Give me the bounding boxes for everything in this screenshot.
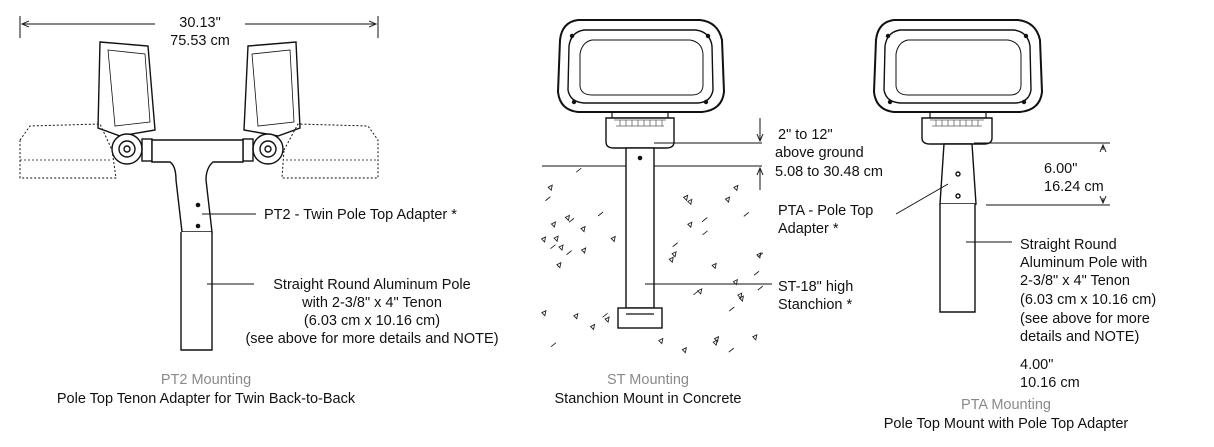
st-height-line-2: above ground bbox=[775, 145, 864, 161]
pta-pole-line-3: 2-3/8" x 4" Tenon bbox=[1020, 273, 1130, 289]
pta-bottom-in: 4.00" bbox=[1020, 357, 1054, 373]
st-caption-sub: Stanchion Mount in Concrete bbox=[554, 391, 742, 407]
pt2-pole-line-4: (see above for more details and NOTE) bbox=[245, 331, 499, 347]
st-height-line-3: 5.08 to 30.48 cm bbox=[775, 164, 884, 180]
concrete-marks bbox=[540, 167, 764, 354]
pta-adapter-line-1: PTA - Pole Top bbox=[778, 203, 874, 219]
pta-drawing bbox=[872, 19, 1110, 313]
pta-pole-line-4: (6.03 cm x 10.16 cm) bbox=[1020, 292, 1157, 308]
pt2-pole-line-3: (6.03 cm x 10.16 cm) bbox=[303, 313, 441, 329]
pta-pole-line-2: Aluminum Pole with bbox=[1020, 255, 1148, 271]
pta-adapter-line-2: Adapter * bbox=[778, 221, 839, 237]
pta-dim-in: 6.00" bbox=[1044, 161, 1078, 177]
pt2-caption-sub: Pole Top Tenon Adapter for Twin Back-to-… bbox=[56, 391, 356, 407]
st-drawing bbox=[542, 19, 772, 329]
pta-pole-line-5: (see above for more bbox=[1020, 311, 1150, 327]
pta-dim-cm: 16.24 cm bbox=[1044, 179, 1104, 195]
pta-pole-line-1: Straight Round bbox=[1020, 237, 1117, 253]
pta-pole-line-6: details and NOTE) bbox=[1020, 329, 1140, 345]
pta-bottom-cm: 10.16 cm bbox=[1020, 375, 1080, 391]
st-caption-title: ST Mounting bbox=[607, 372, 689, 388]
st-stanchion-line-2: Stanchion * bbox=[778, 297, 853, 313]
pt2-adapter-label: PT2 - Twin Pole Top Adapter * bbox=[264, 207, 457, 223]
st-stanchion-line-1: ST-18" high bbox=[778, 279, 854, 295]
pt2-width-in: 30.13" bbox=[179, 15, 221, 31]
pt2-pole-line-1: Straight Round Aluminum Pole bbox=[273, 277, 471, 293]
pt2-width-cm: 75.53 cm bbox=[170, 33, 230, 49]
pt2-drawing bbox=[19, 16, 379, 351]
pt2-pole-line-2: with 2-3/8" x 4" Tenon bbox=[302, 295, 442, 311]
st-height-line-1: 2" to 12" bbox=[778, 127, 833, 143]
pta-caption-title: PTA Mounting bbox=[960, 397, 1051, 413]
pt2-caption-title: PT2 Mounting bbox=[160, 372, 252, 388]
pta-caption-sub: Pole Top Mount with Pole Top Adapter bbox=[883, 416, 1129, 432]
